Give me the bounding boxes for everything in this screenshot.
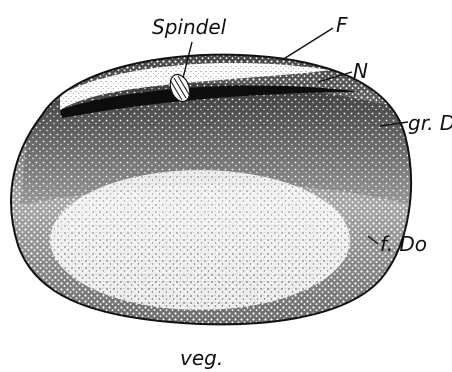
label-f-do: f. Do	[380, 232, 427, 256]
egg-body	[0, 40, 452, 340]
label-F: F	[336, 13, 348, 37]
label-veg: veg.	[180, 346, 223, 370]
label-spindle: Spindel	[152, 15, 227, 39]
F-leader	[282, 28, 333, 60]
label-gr-do: gr. Do	[408, 111, 452, 135]
label-N: N	[353, 59, 368, 83]
